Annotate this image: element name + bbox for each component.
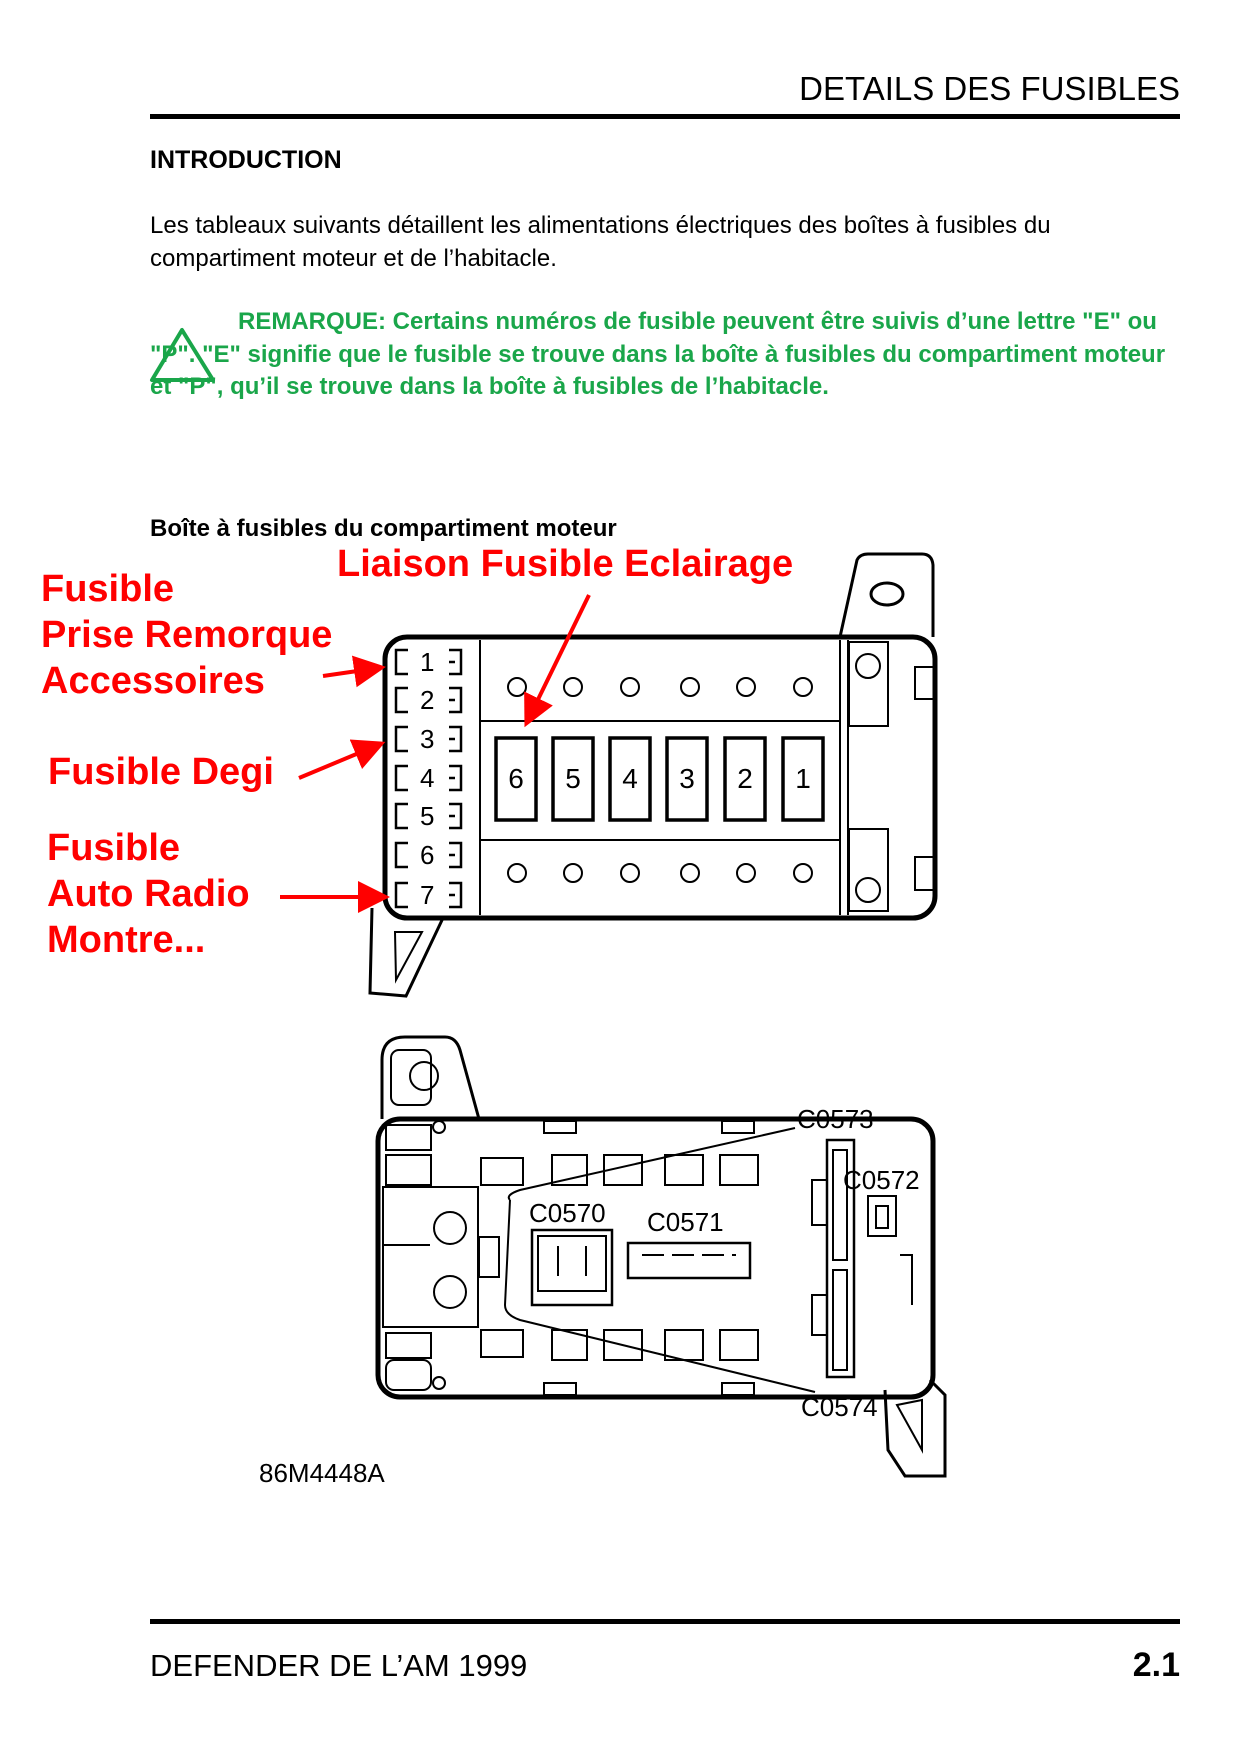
section-heading: INTRODUCTION xyxy=(150,146,342,174)
fuse-slot-number: 6 xyxy=(420,840,435,870)
fuse-slot-number: 4 xyxy=(420,763,435,793)
fuse-number: 3 xyxy=(679,763,695,794)
figure-caption: Boîte à fusibles du compartiment moteur xyxy=(150,515,617,542)
annotation-liaison: Liaison Fusible Eclairage xyxy=(337,543,794,585)
connector-label-c0573: C0573 xyxy=(797,1104,874,1134)
fuse-number: 5 xyxy=(565,763,581,794)
fuse-slot-number: 3 xyxy=(420,724,435,754)
fuse-box xyxy=(723,736,767,822)
fuse-slot-number: 7 xyxy=(420,880,435,910)
fuse-slot-outline xyxy=(394,725,463,753)
note-text: REMARQUE: Certains numéros de fusible pe… xyxy=(150,308,1166,400)
annotation-degi: Fusible Degi xyxy=(48,751,274,793)
figure-reference: 86M4448A xyxy=(259,1458,385,1488)
connector-label-c0570: C0570 xyxy=(529,1198,606,1228)
arrow-liaison xyxy=(524,594,591,728)
fuse-box xyxy=(551,736,595,822)
page-number: 2.1 xyxy=(1132,1646,1180,1684)
fuse-slot-outline xyxy=(394,841,463,869)
annotation-line: Montre... xyxy=(47,919,206,961)
warning-triangle-icon xyxy=(150,328,215,382)
arrow-remorque xyxy=(322,655,386,688)
annotation-remorque: Fusible Prise Remorque Accessoires xyxy=(41,566,332,704)
footer-title: DEFENDER DE L’AM 1999 xyxy=(150,1648,528,1683)
engine-fuse-box-diagram xyxy=(368,552,938,998)
connector-label-c0572: C0572 xyxy=(843,1165,920,1195)
footer-rule xyxy=(150,1619,1180,1624)
fuse-slot-outline xyxy=(394,648,463,676)
annotation-line: Accessoires xyxy=(41,660,265,702)
header-rule xyxy=(150,114,1180,119)
arrow-degi xyxy=(298,739,386,780)
fuse-slot-number: 2 xyxy=(420,685,435,715)
fuse-number: 6 xyxy=(508,763,524,794)
connector-label-c0574: C0574 xyxy=(801,1392,878,1422)
fuse-slot-number: 5 xyxy=(420,801,435,831)
intro-paragraph: Les tableaux suivants détaillent les ali… xyxy=(150,212,1051,272)
fuse-number: 1 xyxy=(795,763,811,794)
connector-side-diagram xyxy=(375,1035,947,1478)
fuse-box xyxy=(781,736,825,822)
annotation-line: Fusible xyxy=(41,568,175,610)
connector-label-c0571: C0571 xyxy=(647,1207,724,1237)
fuse-number: 2 xyxy=(737,763,753,794)
fuse-slot-outline xyxy=(394,686,463,714)
fuse-box xyxy=(608,736,652,822)
fuse-slot-outline xyxy=(394,764,463,792)
fuse-box xyxy=(665,736,709,822)
page-header-title: DETAILS DES FUSIBLES xyxy=(799,70,1180,107)
annotation-line: Auto Radio xyxy=(47,873,250,915)
fuse-number: 4 xyxy=(622,763,638,794)
fuse-slot-number: 1 xyxy=(420,647,435,677)
fuse-slot-outline xyxy=(394,881,463,909)
annotation-line: Fusible xyxy=(47,827,181,869)
fuse-slot-outline xyxy=(394,802,463,830)
annotation-radio: Fusible Auto Radio Montre... xyxy=(47,825,250,963)
annotation-line: Prise Remorque xyxy=(41,614,333,656)
fuse-box xyxy=(494,736,538,822)
